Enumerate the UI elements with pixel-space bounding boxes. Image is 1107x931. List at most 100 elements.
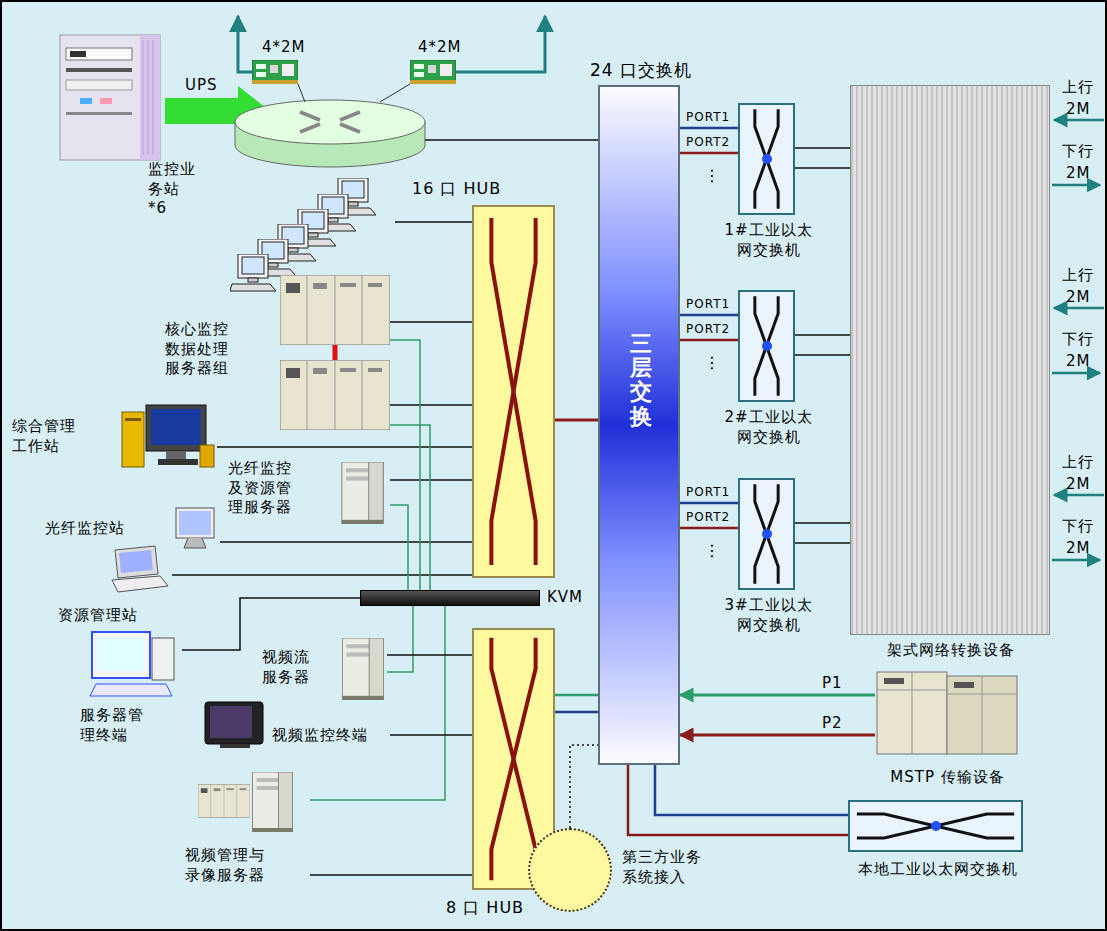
ethernet-switch: 本地工业以太网交换机 [848,800,1023,852]
node-label: MSTP 传输设备 [845,768,1050,788]
connector [390,734,472,736]
label: 2M [1066,164,1091,182]
layer3-switch: 24 口交换机三层交换 [598,85,680,765]
node-label: KVM [547,588,583,608]
label: 2M [1066,539,1091,557]
node-label: 核心监控 数据处理 服务器组 [165,320,229,379]
connector [555,694,598,697]
edge-label: PORT1 [686,110,730,124]
video-stream-server [342,638,383,700]
tower-server [66,48,132,60]
transmission-device: MSTP 传输设备 [875,668,1054,792]
management-workstation [146,405,206,451]
node-label: 光纤监控站 [45,519,125,539]
node-label: 视频监控终端 [272,726,368,746]
connector [555,711,598,714]
router [235,100,425,144]
connector [795,147,850,149]
connector [680,502,738,505]
tower-server [70,51,86,57]
admin-terminal [152,638,174,680]
connector [217,446,472,448]
crossbar-line [755,484,778,583]
video-monitor [205,702,263,744]
video-monitor [220,744,250,748]
tower-server [66,112,132,115]
connector [570,745,598,828]
node-label: 综合管理 工作站 [12,417,76,456]
tower-server [80,98,92,104]
admin-terminal [97,637,145,671]
crossbar-line [755,109,778,208]
connector [390,479,472,481]
switch-core [762,341,772,351]
switch-core [762,529,772,539]
kvm-switch: KVM [360,590,540,606]
label: 下行 [1062,517,1094,535]
label: 2M [1066,100,1091,118]
crossbar-line [755,109,778,208]
node-label: 本地工业以太网交换机 [840,860,1035,880]
laptop [115,546,158,578]
tower-server [60,35,160,160]
mstp-device [954,682,974,688]
connector [680,314,738,317]
crossbar-line [491,218,535,565]
server-racks [280,360,390,430]
card-link [298,84,410,102]
server: 视频流 服务器 [262,632,387,704]
node-label: 1#工业以太 网交换机 [712,221,825,260]
label: 2M [1066,288,1091,306]
line-card [410,60,456,84]
tower-server [66,68,132,72]
node-label: 资源管理站 [58,606,138,626]
edge-label: PORT2 [686,510,730,524]
fiber-monitor-station [176,508,214,548]
stacked-workstations [230,178,376,291]
admin-terminal [90,632,174,696]
fiber-server [342,462,383,524]
crossbar-line [755,296,778,395]
connector [390,340,420,590]
node-label: 8 口 HUB [446,898,524,919]
server-racks [280,275,390,345]
connector [390,425,430,590]
management-workstation [158,459,198,465]
node-heading: 24 口交换机 [560,59,722,81]
workstation: 光纤监控站 [45,505,220,553]
ethernet-switch: 1#工业以太 网交换机 [738,103,795,215]
node-label: 2#工业以太 网交换机 [712,408,825,447]
admin-terminal [92,632,150,678]
edge-label: P2 [822,714,843,732]
stacked-workstations [230,254,276,291]
right-arrows [1054,494,1104,497]
label: 4*2M [418,38,462,56]
connector [795,334,850,336]
edge-label: PORT1 [686,485,730,499]
management-workstation [122,405,214,467]
node-label: 16 口 HUB [412,179,501,200]
right-arrows [1054,119,1104,122]
right-arrows [1054,307,1104,310]
connector [680,339,738,342]
connector [390,404,472,406]
connector [680,527,738,530]
node-label: 视频管理与 录像服务器 [185,846,265,885]
node-label: 3#工业以太 网交换机 [712,596,825,635]
right-arrows [1052,184,1100,187]
connector [390,505,408,590]
switch-core [762,154,772,164]
crossbar-line [755,296,778,395]
label: UPS [185,76,218,94]
node-label: 视频流 服务器 [262,648,310,687]
fiber-monitor-station [176,508,214,538]
external-system: 第三方业务 系统接入 [528,828,612,912]
ethernet-switch: 2#工业以太 网交换机 [738,290,795,402]
server: 视频管理与 录像服务器 [185,762,310,889]
connector [680,734,875,737]
fiber-monitor-station [179,511,211,535]
connector [795,167,850,169]
